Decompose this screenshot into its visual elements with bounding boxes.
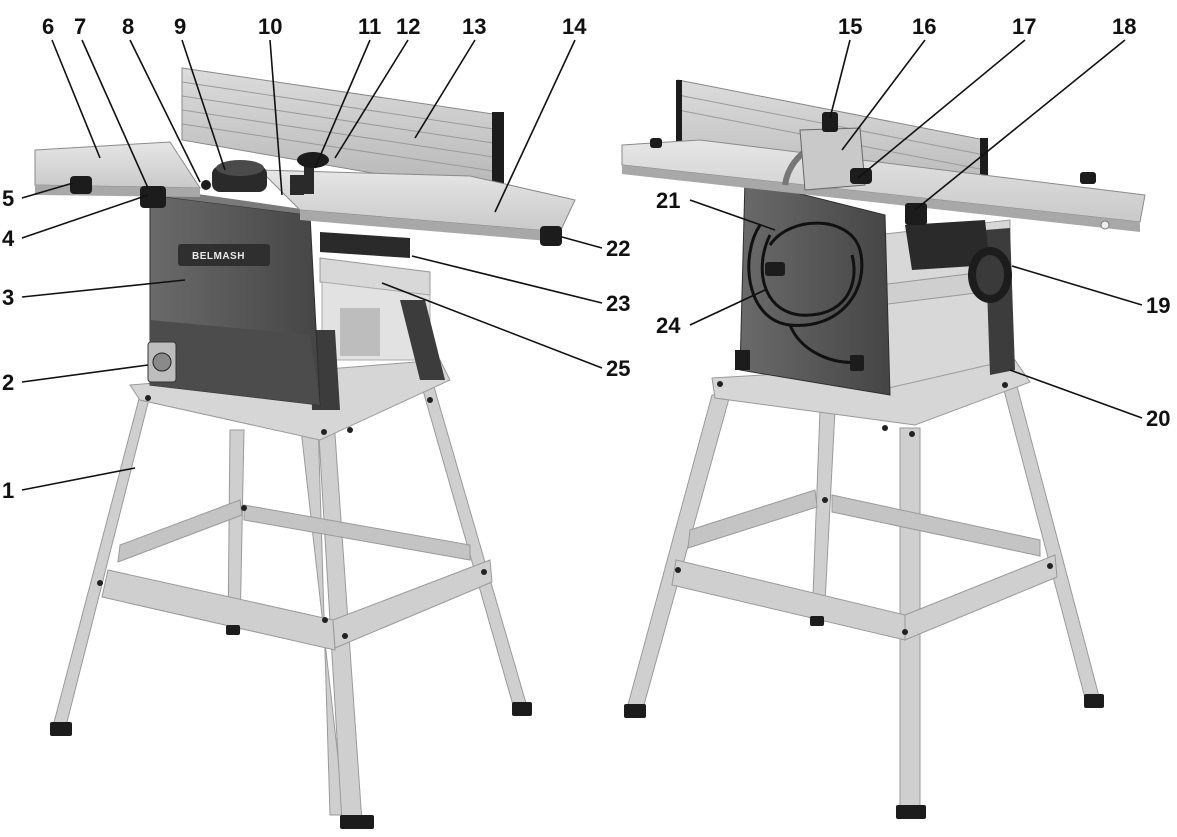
left-stand-stretcher-right bbox=[332, 559, 493, 649]
left-foot-2 bbox=[340, 815, 374, 829]
left-outfeed-table bbox=[258, 169, 576, 233]
callout-25: 25 bbox=[606, 356, 630, 381]
right-foot-4 bbox=[810, 616, 824, 626]
callout-8: 8 bbox=[122, 14, 134, 39]
left-brand-label: BELMASH bbox=[192, 251, 245, 262]
right-stand-leg-front-left bbox=[625, 394, 731, 713]
right-plug bbox=[765, 262, 785, 276]
left-infeed-table bbox=[34, 141, 201, 189]
callout-6: 6 bbox=[42, 14, 54, 39]
left-fence-knob bbox=[297, 152, 329, 168]
left-stand-stretcher-front bbox=[101, 569, 336, 651]
callout-19: 19 bbox=[1146, 293, 1170, 318]
right-dust-hood bbox=[905, 220, 990, 270]
callout-12: 12 bbox=[396, 14, 420, 39]
left-info-label bbox=[340, 308, 380, 356]
right-stand-stretcher-right bbox=[904, 554, 1058, 641]
leader-lines bbox=[21, 39, 1143, 491]
right-outfeed-knob bbox=[1080, 172, 1096, 184]
left-fence-end-cap bbox=[492, 112, 504, 197]
left-outfeed-knob bbox=[540, 226, 562, 246]
callout-9: 9 bbox=[174, 14, 186, 39]
callout-16: 16 bbox=[912, 14, 936, 39]
right-machine-view bbox=[621, 79, 1146, 819]
callout-14: 14 bbox=[562, 14, 587, 39]
right-stand-stretcher-left bbox=[687, 489, 818, 549]
left-foot-4 bbox=[226, 625, 240, 635]
callout-20: 20 bbox=[1146, 406, 1170, 431]
right-height-crank bbox=[905, 203, 927, 225]
callout-21: 21 bbox=[656, 188, 680, 213]
right-stand bbox=[625, 359, 1101, 813]
left-stand-stretcher-left bbox=[117, 499, 243, 563]
right-stand-leg-back-left bbox=[811, 409, 836, 623]
left-foot-1 bbox=[50, 722, 72, 736]
right-fence-end-cap bbox=[980, 138, 988, 206]
callout-1: 1 bbox=[2, 478, 14, 503]
left-lock-lever bbox=[140, 186, 166, 208]
right-foot-2 bbox=[896, 805, 926, 819]
right-stand-stretcher-back bbox=[831, 494, 1041, 557]
right-machine-body bbox=[739, 179, 891, 396]
left-stand-stretcher-back bbox=[243, 504, 471, 561]
right-foot-3 bbox=[1084, 694, 1104, 708]
callout-numbers: 1 2 3 4 5 6 7 8 9 10 11 12 13 14 15 16 1… bbox=[2, 14, 1170, 503]
callout-13: 13 bbox=[462, 14, 486, 39]
right-tilt-lever bbox=[822, 112, 838, 132]
callout-3: 3 bbox=[2, 285, 14, 310]
callout-10: 10 bbox=[258, 14, 282, 39]
callout-17: 17 bbox=[1012, 14, 1036, 39]
callout-11: 11 bbox=[358, 14, 381, 39]
callout-7: 7 bbox=[74, 14, 86, 39]
left-machine-view: BELMASH bbox=[34, 67, 576, 829]
left-brand-plate bbox=[178, 244, 270, 266]
left-side-bracket bbox=[400, 300, 445, 380]
right-fence-tilt-mechanism bbox=[782, 112, 927, 225]
left-switch-panel bbox=[150, 320, 320, 405]
callout-22: 22 bbox=[606, 236, 630, 261]
right-tables bbox=[621, 139, 1146, 223]
callout-18: 18 bbox=[1112, 14, 1136, 39]
callout-2: 2 bbox=[2, 370, 14, 395]
left-stand-leg-front-left bbox=[51, 394, 151, 731]
right-foot-1 bbox=[624, 704, 646, 718]
left-guard-spring bbox=[201, 180, 211, 190]
left-depth-knob bbox=[70, 176, 92, 194]
left-foot-3 bbox=[512, 702, 532, 716]
callout-5: 5 bbox=[2, 186, 14, 211]
callout-15: 15 bbox=[838, 14, 862, 39]
left-stand bbox=[51, 359, 529, 823]
callout-24: 24 bbox=[656, 313, 681, 338]
left-planer-mouth bbox=[320, 232, 410, 258]
callout-23: 23 bbox=[606, 291, 630, 316]
right-stand-stretcher-front bbox=[671, 559, 906, 641]
left-fence-bracket bbox=[290, 175, 304, 195]
callout-4: 4 bbox=[2, 226, 15, 251]
